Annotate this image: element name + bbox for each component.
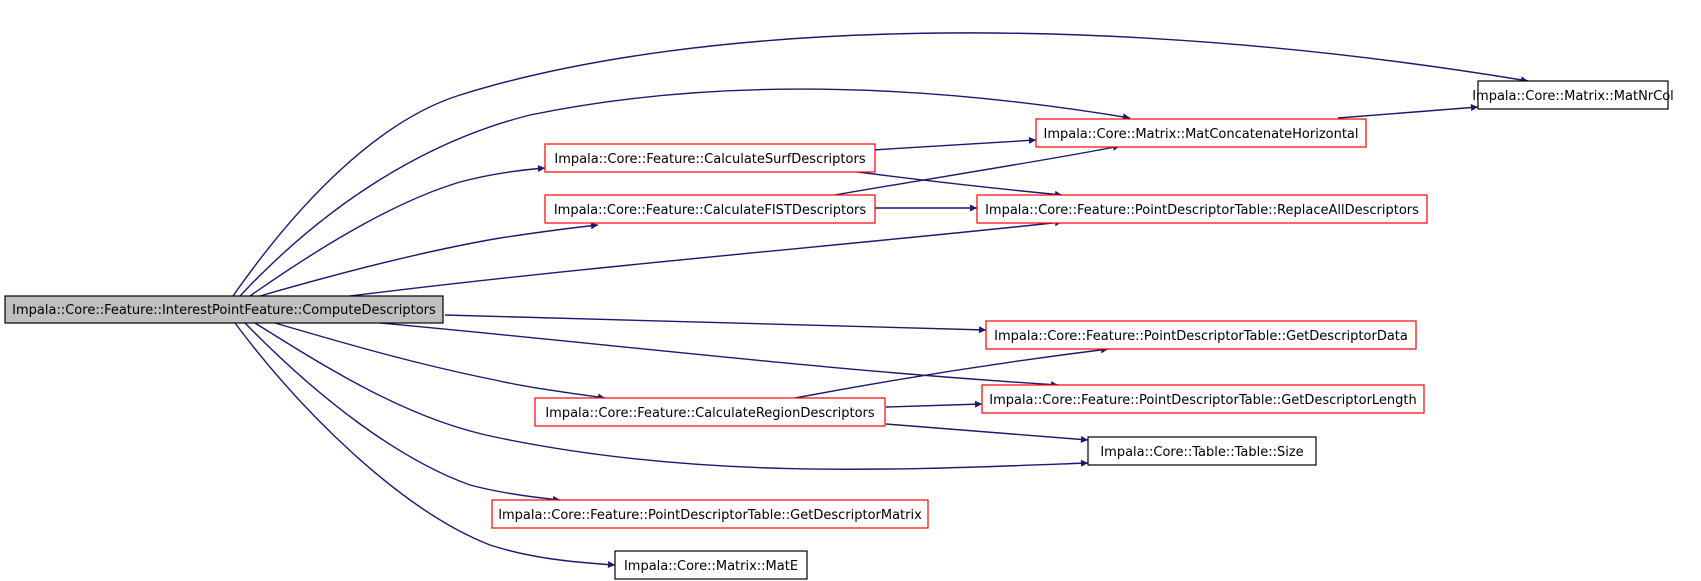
nodes: Impala::Core::Feature::InterestPointFeat… bbox=[4, 80, 1674, 580]
edge-compute-to-mat-concatenate-horizontal bbox=[239, 88, 1131, 297]
node-label: Impala::Core::Feature::CalculateRegionDe… bbox=[545, 406, 875, 421]
edge-calculate-surf-to-mat-concat bbox=[871, 136, 1037, 151]
node-calculate-region-descriptors[interactable]: Impala::Core::Feature::CalculateRegionDe… bbox=[534, 397, 886, 427]
node-box bbox=[544, 194, 876, 224]
edge-compute-to-mat-e bbox=[234, 322, 616, 569]
node-box bbox=[614, 550, 808, 580]
edge-compute-to-calculate-fist bbox=[259, 222, 599, 297]
node-box bbox=[1477, 80, 1669, 110]
node-label: Impala::Core::Feature::PointDescriptorTa… bbox=[498, 508, 922, 523]
node-mat-e[interactable]: Impala::Core::Matrix::MatE bbox=[614, 550, 808, 580]
node-label: Impala::Core::Table::Table::Size bbox=[1100, 445, 1303, 460]
edge-compute-to-replace-all bbox=[349, 219, 1063, 297]
edge-calculate-fist-to-mat-concat bbox=[834, 143, 1121, 196]
node-mat-nr-col[interactable]: Impala::Core::Matrix::MatNrCol bbox=[1472, 80, 1674, 110]
node-label: Impala::Core::Feature::PointDescriptorTa… bbox=[989, 393, 1417, 408]
node-get-descriptor-length[interactable]: Impala::Core::Feature::PointDescriptorTa… bbox=[981, 384, 1425, 414]
node-box bbox=[4, 295, 444, 324]
edge-compute-to-table-size bbox=[254, 322, 1089, 470]
node-calculate-surf-descriptors[interactable]: Impala::Core::Feature::CalculateSurfDesc… bbox=[544, 143, 876, 173]
node-box bbox=[1087, 436, 1317, 466]
node-get-descriptor-data[interactable]: Impala::Core::Feature::PointDescriptorTa… bbox=[985, 320, 1417, 350]
edge-compute-to-get-descriptor-matrix bbox=[244, 322, 561, 503]
node-box bbox=[976, 194, 1428, 224]
edge-calculate-region-to-table-size bbox=[885, 423, 1089, 443]
edge-mat-concat-to-mat-nr-col bbox=[1337, 104, 1479, 119]
node-box bbox=[534, 397, 886, 427]
node-compute-descriptors[interactable]: Impala::Core::Feature::InterestPointFeat… bbox=[4, 295, 444, 324]
node-label: Impala::Core::Feature::InterestPointFeat… bbox=[12, 303, 436, 318]
node-label: Impala::Core::Feature::CalculateFISTDesc… bbox=[554, 203, 867, 218]
node-label: Impala::Core::Matrix::MatNrCol bbox=[1472, 89, 1674, 104]
node-mat-concatenate-horizontal[interactable]: Impala::Core::Matrix::MatConcatenateHori… bbox=[1035, 118, 1367, 148]
edge-calculate-region-to-get-descriptor-length bbox=[885, 400, 983, 408]
edge-compute-to-calculate-surf bbox=[249, 165, 546, 297]
edge-compute-to-calculate-region bbox=[274, 322, 606, 401]
node-label: Impala::Core::Matrix::MatE bbox=[624, 559, 798, 574]
edge-calculate-surf-to-replace-all bbox=[849, 170, 1063, 198]
node-replace-all-descriptors[interactable]: Impala::Core::Feature::PointDescriptorTa… bbox=[976, 194, 1428, 224]
node-box bbox=[491, 499, 929, 529]
node-label: Impala::Core::Feature::CalculateSurfDesc… bbox=[554, 152, 865, 167]
node-box bbox=[1035, 118, 1367, 148]
edge-compute-to-get-descriptor-data bbox=[444, 314, 987, 334]
node-label: Impala::Core::Feature::PointDescriptorTa… bbox=[994, 329, 1408, 344]
node-box bbox=[544, 143, 876, 173]
node-box bbox=[985, 320, 1417, 350]
node-calculate-fist-descriptors[interactable]: Impala::Core::Feature::CalculateFISTDesc… bbox=[544, 194, 876, 224]
node-table-size[interactable]: Impala::Core::Table::Table::Size bbox=[1087, 436, 1317, 466]
node-box bbox=[981, 384, 1425, 414]
node-label: Impala::Core::Matrix::MatConcatenateHori… bbox=[1043, 127, 1358, 142]
edge-compute-to-get-descriptor-length bbox=[379, 322, 1059, 389]
node-get-descriptor-matrix[interactable]: Impala::Core::Feature::PointDescriptorTa… bbox=[491, 499, 929, 529]
edge-compute-to-mat-nr-col bbox=[232, 32, 1529, 297]
node-label: Impala::Core::Feature::PointDescriptorTa… bbox=[985, 203, 1419, 218]
edge-calculate-region-to-get-descriptor-data bbox=[794, 346, 1109, 399]
